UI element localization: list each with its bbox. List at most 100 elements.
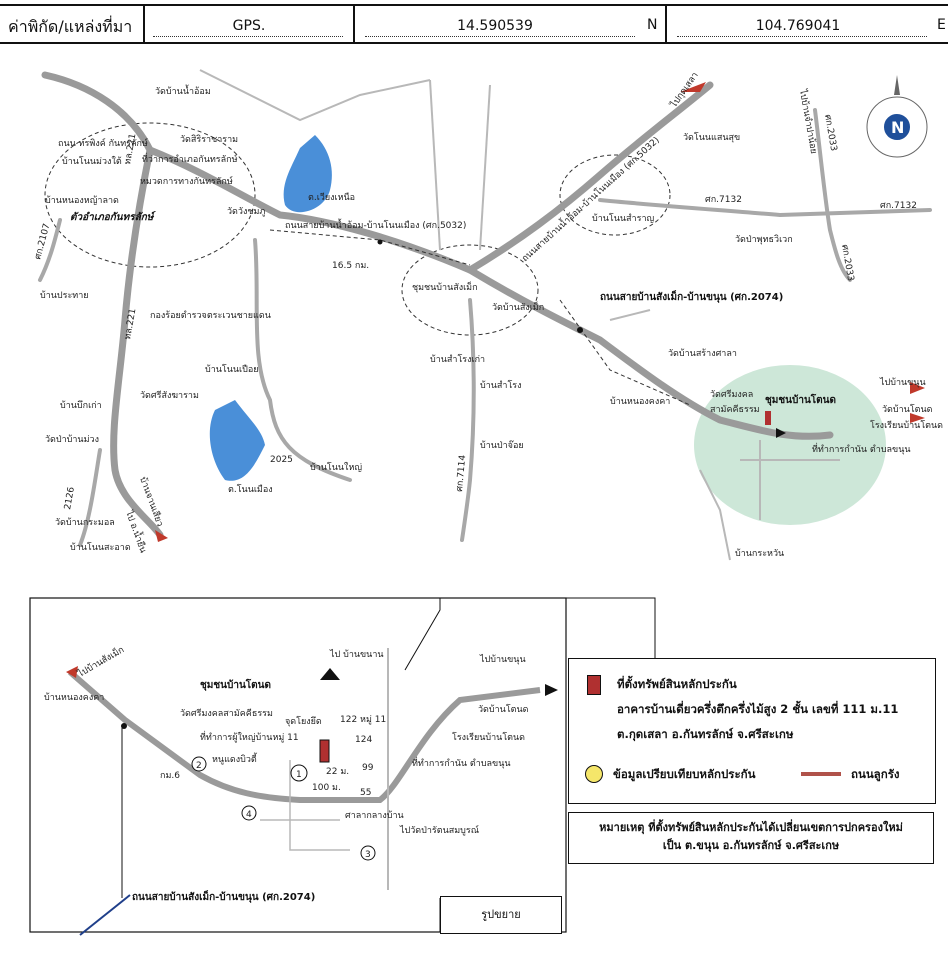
label-community-tanot: ชุมชนบ้านโตนด xyxy=(765,393,836,406)
legend-asset-desc2: ต.กุดเสลา อ.กันทรลักษ์ จ.ศรีสะเกษ xyxy=(617,727,794,741)
asset-marker xyxy=(765,411,771,425)
inset-arrow-sangmek xyxy=(66,666,78,678)
main-roads xyxy=(41,71,834,539)
label-road-7132: ศก.7132 xyxy=(705,195,742,205)
arrow-namyuen xyxy=(155,530,168,542)
inset-map: 2 4 1 3 ชุมชนบ้านโตนด ไปบ้านสังเม็ก บ้าน… xyxy=(29,597,656,936)
inset-caption: รูปขยาย xyxy=(440,896,562,934)
circle-4-label: 4 xyxy=(246,810,252,820)
road-2074-marker xyxy=(577,327,583,333)
label-ban-nong-khaeng: บ้านหนองคงคา xyxy=(610,396,670,407)
circle-3 xyxy=(360,845,376,861)
asset-pointer-icon xyxy=(776,428,786,438)
label-wat-si-sangkhram: วัดศรีสังฆาราม xyxy=(140,390,199,401)
label-road-2126: 2126 xyxy=(63,486,77,511)
label-wat-sang-sala: วัดบ้านสร้างศาลา xyxy=(668,348,737,359)
inset-pai-wat: ไปวัดป่ารัตนสมบูรณ์ xyxy=(399,824,479,836)
note-line1: หมายเหตุ ที่ตั้งทรัพย์สินหลักประกันได้เป… xyxy=(599,821,903,834)
inset-ban-nong-khaeng: บ้านหนองคงคา xyxy=(44,692,104,703)
coordinate-label: ค่าพิกัด/แหล่งที่มา xyxy=(8,17,133,36)
sangmek-circle xyxy=(401,244,539,336)
label-t-non-muang: ต.โนนเมือง xyxy=(228,484,273,495)
inset-thi-tham-kan: ที่ทำการกำนัน ตำบลขนุน xyxy=(412,756,511,769)
label-ban-samrong-kao: บ้านสำโรงเก่า xyxy=(430,354,485,365)
asset-legend-swatch xyxy=(587,675,601,695)
label-road-5032: ถนนสายบ้านน้ำอ้อม-บ้านโนนเมือง (ศก.5032) xyxy=(285,218,466,231)
longitude-unit: E xyxy=(937,17,946,33)
legend: ที่ตั้งทรัพย์สินหลักประกัน อาคารบ้านเดี่… xyxy=(568,658,936,804)
inset-h55: 55 xyxy=(360,788,371,798)
inset-wat-ban-tanot: วัดบ้านโตนด xyxy=(478,704,529,715)
label-wat-sang-mek: วัดบ้านสังเม็ก xyxy=(492,300,544,313)
longitude-value: 104.769041 xyxy=(755,18,841,34)
source-cell: GPS. xyxy=(143,6,353,42)
longitude-cell: 104.769041 E xyxy=(665,6,949,42)
label-kong-roi: กองร้อยตำรวจตระเวนชายแดน xyxy=(150,310,271,321)
arrow-khanun-2 xyxy=(910,413,925,423)
inset-nong-baeng: หนูแดงบิวตี้ xyxy=(212,752,258,765)
inset-d22: 22 ม. xyxy=(326,767,349,777)
source-value: GPS. xyxy=(232,18,266,34)
label-ban-bok-kao: บ้านบึกเก่า xyxy=(60,400,102,411)
label-ban-nong-ya: บ้านหนองหญ้าลาด xyxy=(45,195,119,206)
north-label: N xyxy=(891,118,904,137)
inset-arrow-khanun xyxy=(545,684,558,696)
circle-2 xyxy=(191,756,207,772)
inset-wat-sri: วัดศรีมงคลสามัคคีธรรม xyxy=(180,708,273,719)
inset-pai-ban-khanan: ไป บ้านขนาน xyxy=(329,649,384,660)
inset-d100: 100 ม. xyxy=(312,783,341,793)
inset-h122: 122 หมู่ 11 xyxy=(340,715,386,725)
label-road-5032-diag: ถนนสายบ้านน้ำอ้อม-บ้านโนนเมือง (ศก.5032) xyxy=(518,133,661,264)
inset-title: ชุมชนบ้านโตนด xyxy=(200,678,271,691)
latitude-value: 14.590539 xyxy=(457,18,533,34)
label-ban-non-muang-tai: บ้านโนนม่วงใต้ xyxy=(62,156,122,167)
coordinate-header: ค่าพิกัด/แหล่งที่มา GPS. 14.590539 N 104… xyxy=(0,4,948,44)
route-line xyxy=(269,229,691,406)
circle-1 xyxy=(290,764,308,782)
arrow-kutsala xyxy=(680,82,706,92)
label-wat-phutthawiwek: วัดป่าพุทธวิเวก xyxy=(735,234,793,245)
circle-2-label: 2 xyxy=(196,761,202,771)
inset-arrow-north xyxy=(320,668,340,680)
label-ban-kra-whan: บ้านกระหวัน xyxy=(735,548,784,559)
inset-asset-marker xyxy=(319,739,330,763)
distance-marker xyxy=(377,239,383,245)
label-district-office: ตัวอำเภอกันทรลักษ์ xyxy=(70,211,157,223)
latitude-unit: N xyxy=(647,17,658,33)
label-wat-sirirat: วัดสิริราชาราม xyxy=(180,134,238,145)
label-ban-pa-chop: บ้านป่าจ๊อย xyxy=(480,440,524,451)
inset-pai-sangmek: ไปบ้านสังเม็ก xyxy=(74,643,126,681)
label-ban-non-yai: บ้านโนนใหญ่ xyxy=(310,462,362,473)
label-t-wiang-nuea: ต.เวียงเหนือ xyxy=(308,192,355,203)
inset-h124: 124 xyxy=(355,735,372,745)
circle-1-label: 1 xyxy=(296,770,302,780)
label-ban-samrong: บ้านสำโรง xyxy=(480,380,522,391)
label-thi-tham-kan: ที่ทำการกำนัน ตำบลขนุน xyxy=(812,442,911,455)
label-pai-ban-khanun: ไปบ้านขนุน xyxy=(879,377,926,388)
samran-circle xyxy=(559,154,671,236)
circle-4 xyxy=(241,805,257,821)
label-wat-non-saen-suk: วัดโนนแสนสุข xyxy=(683,132,740,143)
label-community-sangmek: ชุมชนบ้านสังเม็ก xyxy=(412,280,478,293)
circle-3-label: 3 xyxy=(365,850,371,860)
label-sammak: สามัคคีธรรม xyxy=(710,404,760,415)
arrow-khanun xyxy=(910,382,925,394)
inset-h99: 99 xyxy=(362,763,374,773)
label-school-tanot: โรงเรียนบ้านโตนด xyxy=(870,420,943,431)
local-roads xyxy=(199,69,840,561)
note-line2: เป็น ต.ขนุน อ.กันทรลักษ์ จ.ศรีสะเกษ xyxy=(662,839,840,852)
inset-sala: ศาลากลางบ้าน xyxy=(345,810,404,821)
label-ban-non-samran: บ้านโนนสำราญ xyxy=(592,213,654,224)
laterite-legend-swatch xyxy=(801,772,841,776)
label-wat-wang-chom: วัดวังชมภู xyxy=(227,207,265,217)
legend-comparison: ข้อมูลเปรียบเทียบหลักประกัน xyxy=(613,767,756,781)
inset-km6: กม.6 xyxy=(160,771,180,781)
label-distance: 16.5 กม. xyxy=(332,261,369,271)
label-ban-prathai: บ้านประทาย xyxy=(40,290,89,301)
inset-road: ถนนสายบ้านสังเม็ก-บ้านขนุน (ศก.2074) xyxy=(132,889,315,903)
comparison-legend-swatch xyxy=(585,765,603,783)
label-road-2033: ศก.2033 xyxy=(822,114,838,152)
lake-north xyxy=(283,135,332,213)
label-road-2074: ถนนสายบ้านสังเม็ก-บ้านขนุน (ศก.2074) xyxy=(600,289,783,303)
